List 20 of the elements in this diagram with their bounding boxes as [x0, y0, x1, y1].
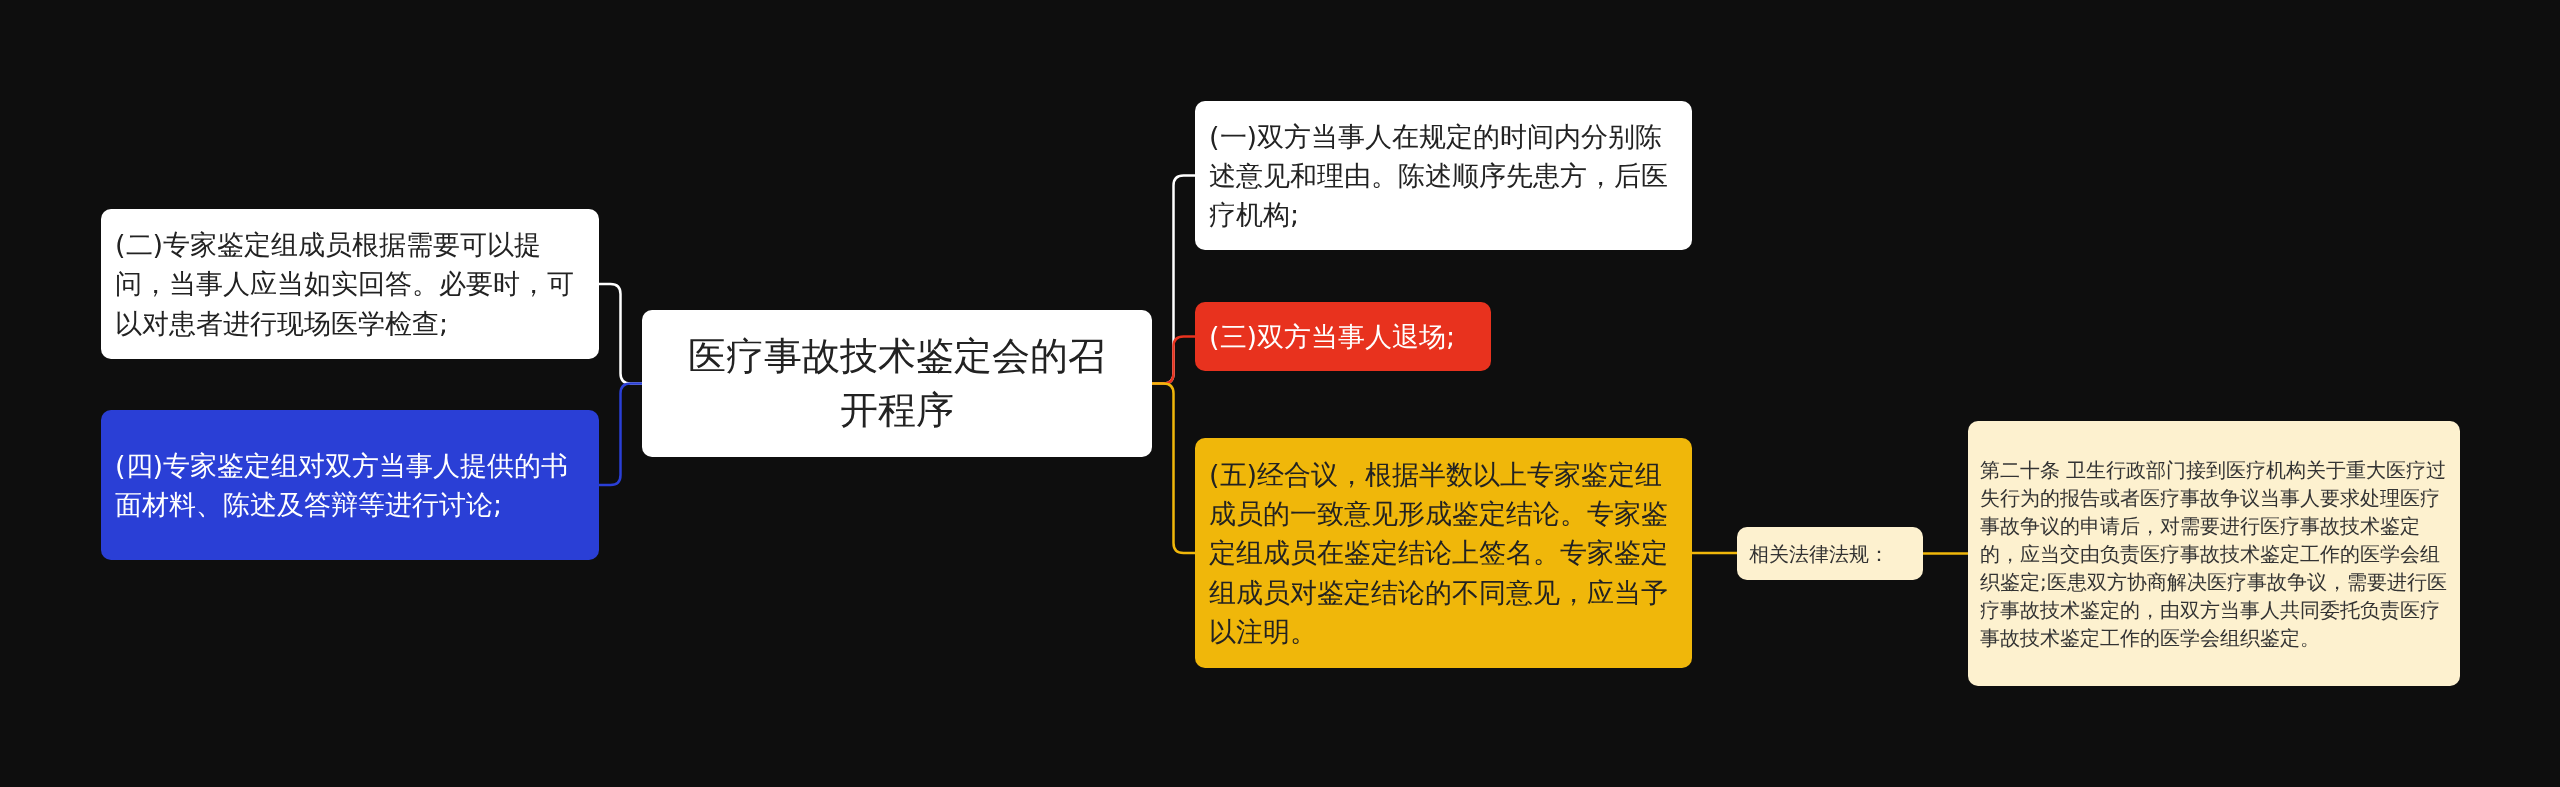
subtopic-box [1195, 101, 1692, 250]
topic-box [642, 310, 1152, 457]
note-box [1737, 527, 1923, 580]
subtopic-box [1195, 302, 1491, 371]
node-text: 第二十条 卫生行政部门接到医疗机构关于重大医疗过失行为的报告或者医疗事故争议当事人要求处理医疗事故争议的申请后，对需要进行医疗事故技术鉴定的，应当交由负责医疗事故技术鉴定工作的医学会组织鉴定;医患双方协商解决医疗事故争议，需要进行医疗事故技术鉴定的，由双方当事人共同委托负责医疗事故技术鉴定工作的医学会组织鉴定。 [1980, 456, 2448, 652]
node-text: 医疗事故技术鉴定会的召开程序 [687, 333, 1107, 434]
note-box [1968, 421, 2460, 686]
node-text: (四)专家鉴定组对双方当事人提供的书面材料、陈述及答辩等进行讨论; [115, 448, 570, 522]
subtopic-box [101, 410, 599, 560]
connector-line [1152, 382, 1195, 555]
node-text: (三)双方当事人退场; [1209, 319, 1456, 354]
connector-line [1923, 552, 1968, 555]
node-text: (一)双方当事人在规定的时间内分别陈述意见和理由。陈述顺序先患方，后医疗机构; [1209, 119, 1669, 233]
connector-line [599, 382, 642, 487]
node-text: 相关法律法规： [1749, 540, 1889, 568]
subtopic-box [101, 209, 599, 359]
connector-line [1692, 551, 1737, 555]
node-text: (二)专家鉴定组成员根据需要可以提问，当事人应当如实回答。必要时，可以对患者进行现场医学检查; [115, 228, 575, 341]
subtopic-box [1195, 438, 1692, 668]
node-text: (五)经合议，根据半数以上专家鉴定组成员的一致意见形成鉴定结论。专家鉴定组成员在鉴定结论上签名。专家鉴定组成员对鉴定结论的不同意见，应当予以注明。 [1209, 458, 1669, 649]
